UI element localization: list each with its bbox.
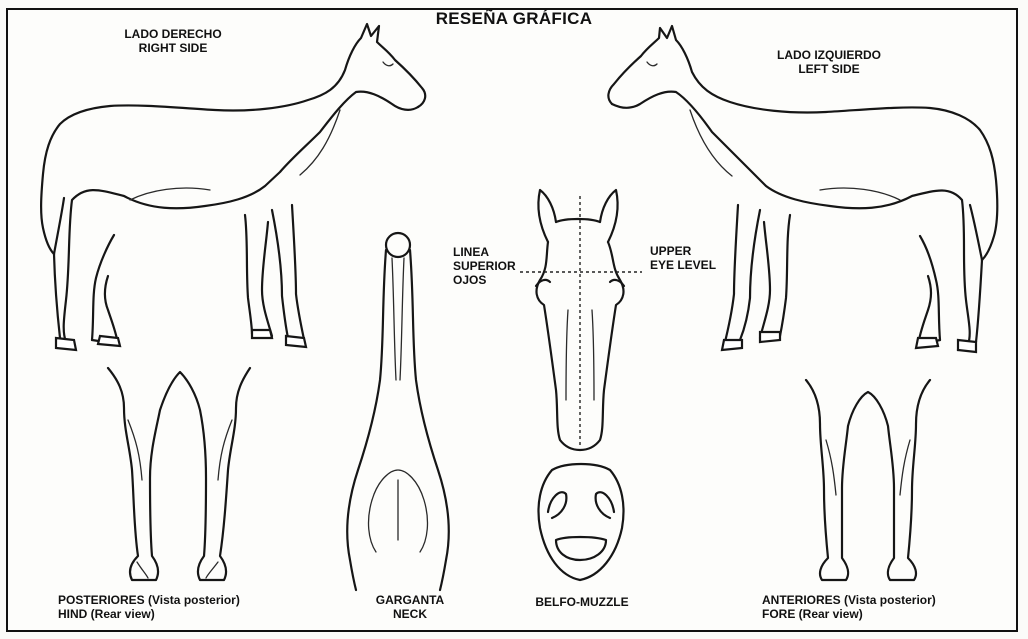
hind-label-en: HIND (Rear view) [58,607,240,621]
neck-label-en: NECK [350,607,470,621]
hind-label-es: POSTERIORES (Vista posterior) [58,593,240,607]
neck-label-es: GARGANTA [350,593,470,607]
eye-level-es-line1: LINEA [453,245,516,259]
eye-level-en-line1: UPPER [650,244,716,258]
left-side-label: LADO IZQUIERDO LEFT SIDE [764,48,894,76]
right-side-label-es: LADO DERECHO [108,27,238,41]
eye-level-en-line2: EYE LEVEL [650,258,716,272]
left-side-label-es: LADO IZQUIERDO [764,48,894,62]
horse-face-front-view-drawing [520,190,642,450]
horse-right-side-drawing [41,24,425,350]
eye-level-label-en: UPPER EYE LEVEL [650,244,716,272]
muzzle-front-view-drawing [539,464,624,580]
muzzle-label-text: BELFO-MUZZLE [512,595,652,609]
neck-front-view-drawing [347,233,449,590]
fore-legs-rear-view-drawing [806,380,930,580]
eye-level-label-es: LINEA SUPERIOR OJOS [453,245,516,287]
fore-legs-label: ANTERIORES (Vista posterior) FORE (Rear … [762,593,936,621]
left-side-label-en: LEFT SIDE [764,62,894,76]
eye-level-es-line3: OJOS [453,273,516,287]
right-side-label: LADO DERECHO RIGHT SIDE [108,27,238,55]
fore-label-es: ANTERIORES (Vista posterior) [762,593,936,607]
fore-label-en: FORE (Rear view) [762,607,936,621]
hind-legs-rear-view-drawing [108,368,250,580]
muzzle-label: BELFO-MUZZLE [512,595,652,609]
neck-label: GARGANTA NECK [350,593,470,621]
right-side-label-en: RIGHT SIDE [108,41,238,55]
chart-title: RESEÑA GRÁFICA [0,12,1028,26]
hind-legs-label: POSTERIORES (Vista posterior) HIND (Rear… [58,593,240,621]
eye-level-es-line2: SUPERIOR [453,259,516,273]
